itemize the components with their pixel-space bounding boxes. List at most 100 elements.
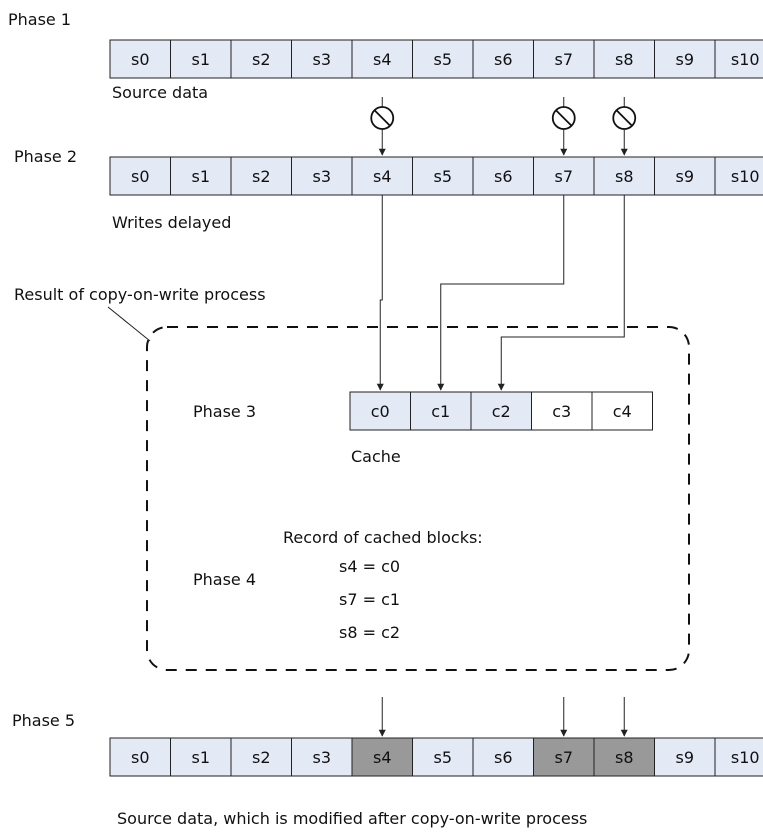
phase-3-label: Phase 3 <box>193 402 256 421</box>
delayed-block-s3: s3 <box>291 156 353 196</box>
cache-block-text: c0 <box>371 402 390 421</box>
result-block-s0: s0 <box>109 737 171 777</box>
copy-connector <box>437 195 565 391</box>
delayed-block-s1: s1 <box>170 156 232 196</box>
result-block-text: s3 <box>312 748 331 767</box>
delayed-block-s4: s4 <box>351 156 413 196</box>
cache-block-text: c1 <box>431 402 450 421</box>
source-block-s8: s8 <box>593 39 655 79</box>
phase-4-label: Phase 4 <box>193 570 256 589</box>
delayed-block-text: s4 <box>373 167 392 186</box>
record-line-s4: s4 = c0 <box>339 557 400 576</box>
source-block-s9: s9 <box>654 39 716 79</box>
cache-block-c4: c4 <box>591 391 653 431</box>
cache-block-c0: c0 <box>349 391 411 431</box>
cache-block-c3: c3 <box>531 391 593 431</box>
source-block-s10: s10 <box>714 39 763 79</box>
result-block-s7: s7 <box>533 737 595 777</box>
result-block-s5: s5 <box>412 737 474 777</box>
no-write-icons <box>370 97 637 156</box>
source-block-text: s10 <box>731 50 760 69</box>
source-block-text: s9 <box>675 50 694 69</box>
no-write-icon <box>551 106 576 130</box>
record-line-s8: s8 = c2 <box>339 623 400 642</box>
source-data-row: s0 s1 s2 s3 s4 s5 s6 s7 s8 s9 s10 <box>109 39 763 79</box>
result-block-s3: s3 <box>291 737 353 777</box>
bottom-caption: Source data, which is modified after cop… <box>117 809 587 828</box>
source-block-s4: s4 <box>351 39 413 79</box>
cache-block-text: c2 <box>492 402 511 421</box>
cache-block-c2: c2 <box>470 391 532 431</box>
source-block-s6: s6 <box>472 39 534 79</box>
delayed-block-s2: s2 <box>230 156 292 196</box>
result-label: Result of copy-on-write process <box>14 285 266 304</box>
phase-1-label: Phase 1 <box>8 10 71 29</box>
delayed-block-s5: s5 <box>412 156 474 196</box>
source-block-s5: s5 <box>412 39 474 79</box>
result-block-s1: s1 <box>170 737 232 777</box>
delayed-block-text: s3 <box>312 167 331 186</box>
source-block-text: s2 <box>252 50 271 69</box>
writes-delayed-label: Writes delayed <box>112 213 231 232</box>
delayed-block-text: s5 <box>433 167 452 186</box>
result-block-text: s2 <box>252 748 271 767</box>
modified-source-row: s0 s1 s2 s3 s4 s5 s6 s7 s8 s9 s10 <box>109 737 763 777</box>
cache-block-c1: c1 <box>410 391 472 431</box>
result-block-text: s6 <box>494 748 513 767</box>
source-block-s7: s7 <box>533 39 595 79</box>
source-block-s0: s0 <box>109 39 171 79</box>
source-block-s3: s3 <box>291 39 353 79</box>
delayed-block-text: s1 <box>191 167 210 186</box>
record-title: Record of cached blocks: <box>283 528 483 547</box>
delayed-block-s9: s9 <box>654 156 716 196</box>
source-data-label: Source data <box>112 83 208 102</box>
phase-5-arrows <box>378 697 628 737</box>
delayed-block-s10: s10 <box>714 156 763 196</box>
source-block-text: s6 <box>494 50 513 69</box>
result-block-s6: s6 <box>472 737 534 777</box>
phase-5-label: Phase 5 <box>12 711 75 730</box>
delayed-block-s7: s7 <box>533 156 595 196</box>
delayed-block-text: s2 <box>252 167 271 186</box>
source-block-s1: s1 <box>170 39 232 79</box>
record-line-s7: s7 = c1 <box>339 590 400 609</box>
cache-block-text: c4 <box>613 402 632 421</box>
delayed-block-text: s8 <box>615 167 634 186</box>
result-block-s10: s10 <box>714 737 763 777</box>
result-block-text: s4 <box>373 748 392 767</box>
no-write-icon <box>612 106 637 130</box>
phase-2-label: Phase 2 <box>14 147 77 166</box>
delayed-block-s8: s8 <box>593 156 655 196</box>
source-block-s2: s2 <box>230 39 292 79</box>
delayed-block-text: s7 <box>554 167 573 186</box>
delayed-block-s6: s6 <box>472 156 534 196</box>
writes-delayed-row: s0 s1 s2 s3 s4 s5 s6 s7 s8 s9 s10 <box>109 156 763 196</box>
delayed-block-text: s6 <box>494 167 513 186</box>
copy-connectors <box>376 195 625 391</box>
source-block-text: s7 <box>554 50 573 69</box>
result-block-text: s8 <box>615 748 634 767</box>
cache-row: c0 c1 c2 c3 c4 <box>349 391 653 431</box>
source-block-text: s1 <box>191 50 210 69</box>
source-block-text: s8 <box>615 50 634 69</box>
result-block-s8: s8 <box>593 737 655 777</box>
no-write-icon <box>370 106 395 130</box>
delayed-block-text: s9 <box>675 167 694 186</box>
result-block-text: s1 <box>191 748 210 767</box>
cache-label: Cache <box>351 447 401 466</box>
result-block-text: s9 <box>675 748 694 767</box>
result-leader-line <box>107 306 151 342</box>
result-block-text: s0 <box>131 748 150 767</box>
cache-block-text: c3 <box>552 402 571 421</box>
source-block-text: s4 <box>373 50 392 69</box>
copy-connector <box>376 195 384 391</box>
result-block-s4: s4 <box>351 737 413 777</box>
result-block-s2: s2 <box>230 737 292 777</box>
source-block-text: s5 <box>433 50 452 69</box>
delayed-block-s0: s0 <box>109 156 171 196</box>
copy-connector <box>497 195 625 391</box>
result-block-text: s10 <box>731 748 760 767</box>
copy-on-write-region <box>146 326 690 671</box>
delayed-block-text: s0 <box>131 167 150 186</box>
